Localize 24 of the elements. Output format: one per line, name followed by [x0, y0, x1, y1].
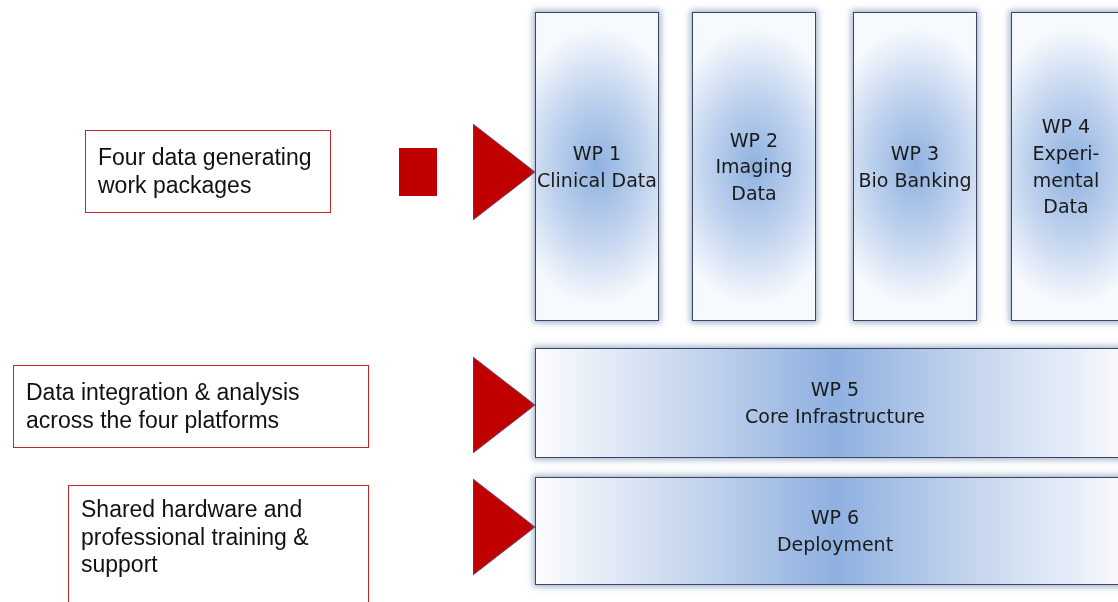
note-box — [68, 485, 369, 602]
work-package-box — [535, 12, 659, 321]
work-package-box — [692, 12, 816, 321]
work-package-box — [535, 348, 1118, 458]
note-text: Data integration & analysis across the four platforms — [26, 378, 301, 435]
package-number: WP 3 — [890, 140, 940, 166]
package-number: WP 1 — [572, 140, 622, 166]
package-title: Bio Banking — [858, 167, 972, 193]
package-title: Imaging Data — [714, 154, 794, 206]
package-number: WP 2 — [729, 127, 779, 153]
note-text: Four data generating work packages — [98, 143, 313, 200]
package-title: Deployment — [776, 532, 894, 557]
package-title: Experi-mental Data — [1031, 140, 1101, 220]
package-number: WP 4 — [1041, 114, 1091, 140]
work-package-box — [1011, 12, 1118, 321]
package-number: WP 6 — [810, 505, 860, 531]
note-text: Shared hardware and professional training & support — [81, 496, 310, 579]
work-package-box — [535, 477, 1118, 585]
note-box — [85, 130, 331, 213]
package-number: WP 5 — [810, 377, 860, 403]
package-title: Core Infrastructure — [745, 404, 925, 429]
note-box — [13, 365, 369, 448]
work-package-box — [853, 12, 977, 321]
package-title: Clinical Data — [537, 167, 657, 193]
